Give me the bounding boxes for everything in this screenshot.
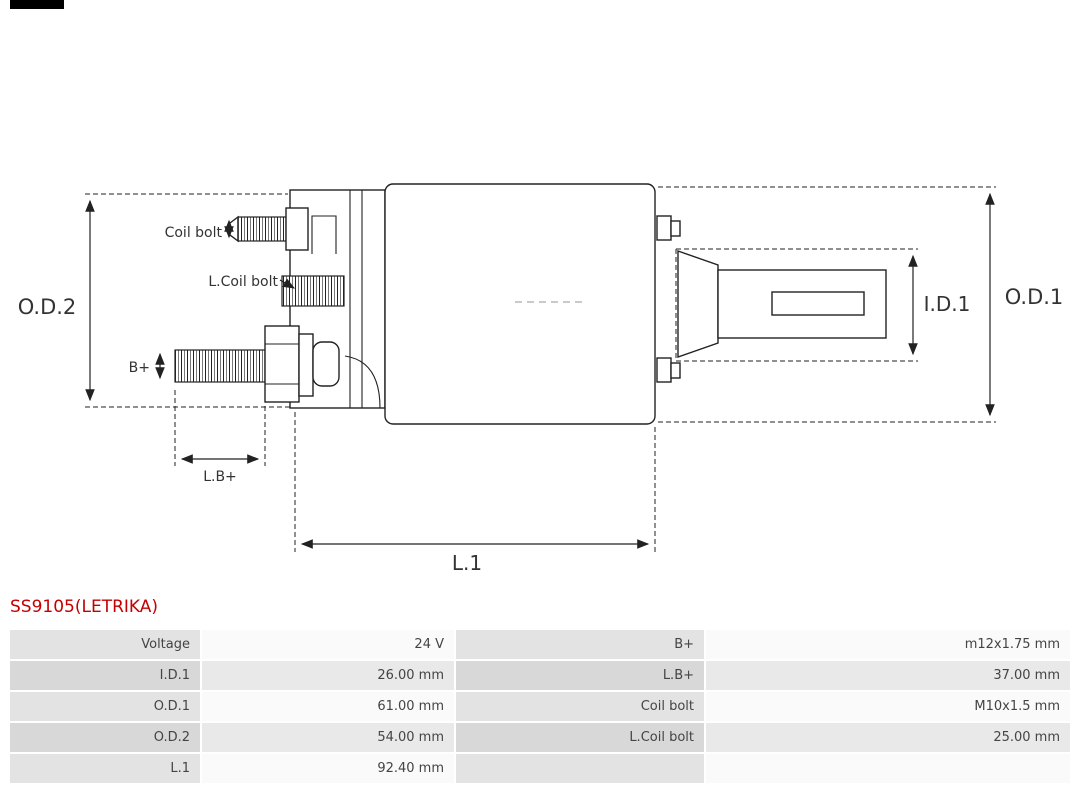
coil-bolt-thread (237, 216, 287, 242)
l1-label: L.1 (452, 551, 482, 575)
plunger-slot (771, 291, 865, 316)
spec-label: O.D.1 (10, 692, 200, 721)
lb-label: L.B+ (203, 469, 237, 485)
table-row: L.1 92.40 mm (10, 754, 1070, 783)
bplus-washer (298, 333, 314, 397)
coil-bolt-label: Coil bolt (165, 225, 223, 241)
coil-bolt-tip (229, 215, 239, 243)
bplus-insulator (312, 341, 340, 387)
spec-label: B+ (456, 630, 704, 659)
dimension-id1: I.D.1 (675, 248, 971, 362)
bplus-hex-nut (264, 325, 300, 403)
table-row: O.D.2 54.00 mm L.Coil bolt 25.00 mm (10, 723, 1070, 752)
coil-bolt-base (285, 207, 309, 251)
l-coil-bolt-thread (281, 275, 345, 307)
spec-value: m12x1.75 mm (706, 630, 1070, 659)
bplus-stud-thread (174, 349, 266, 383)
spec-value: 24 V (202, 630, 454, 659)
plunger-taper (677, 250, 719, 358)
spec-label: I.D.1 (10, 661, 200, 690)
solenoid-technical-diagram: O.D.2 O.D.1 I.D.1 L.1 (18, 183, 1064, 575)
product-title: SS9105(LETRIKA) (10, 597, 159, 617)
spec-label: L.B+ (456, 661, 704, 690)
end-stud-bottom-cap (670, 362, 681, 379)
end-stud-top-cap (670, 220, 681, 237)
flange-step (311, 215, 337, 254)
spec-label: O.D.2 (10, 723, 200, 752)
spec-value: 37.00 mm (706, 661, 1070, 690)
dimension-lb: L.B+ (174, 390, 266, 485)
od1-label: O.D.1 (1005, 285, 1064, 309)
spec-label (456, 754, 704, 783)
callout-bplus: B+ (129, 352, 165, 380)
spec-label: L.1 (10, 754, 200, 783)
flange-curve (344, 355, 381, 409)
spec-value: 92.40 mm (202, 754, 454, 783)
end-stud-bottom (656, 357, 672, 383)
table-row: I.D.1 26.00 mm L.B+ 37.00 mm (10, 661, 1070, 690)
dimension-l1: L.1 (294, 412, 656, 575)
solenoid-main-body (384, 183, 656, 425)
spec-value: 25.00 mm (706, 723, 1070, 752)
spec-value: 26.00 mm (202, 661, 454, 690)
spec-value: 61.00 mm (202, 692, 454, 721)
bplus-label: B+ (129, 360, 150, 376)
callout-coil-bolt: Coil bolt (165, 219, 234, 241)
spec-label: L.Coil bolt (456, 723, 704, 752)
table-row: O.D.1 61.00 mm Coil bolt M10x1.5 mm (10, 692, 1070, 721)
id1-label: I.D.1 (924, 292, 971, 316)
table-row: Voltage 24 V B+ m12x1.75 mm (10, 630, 1070, 659)
spec-value: 54.00 mm (202, 723, 454, 752)
spec-value (706, 754, 1070, 783)
end-stud-top (656, 215, 672, 241)
dimension-od1: O.D.1 (658, 186, 1064, 423)
logo-mark (10, 0, 64, 9)
callout-l-coil-bolt: L.Coil bolt (208, 274, 296, 290)
spec-label: Voltage (10, 630, 200, 659)
solenoid-body-group (174, 183, 887, 425)
l-coil-bolt-label: L.Coil bolt (208, 274, 278, 290)
spec-table: Voltage 24 V B+ m12x1.75 mm I.D.1 26.00 … (8, 628, 1072, 785)
dimension-od2: O.D.2 (18, 193, 290, 408)
spec-value: M10x1.5 mm (706, 692, 1070, 721)
spec-label: Coil bolt (456, 692, 704, 721)
od2-label: O.D.2 (18, 295, 77, 319)
